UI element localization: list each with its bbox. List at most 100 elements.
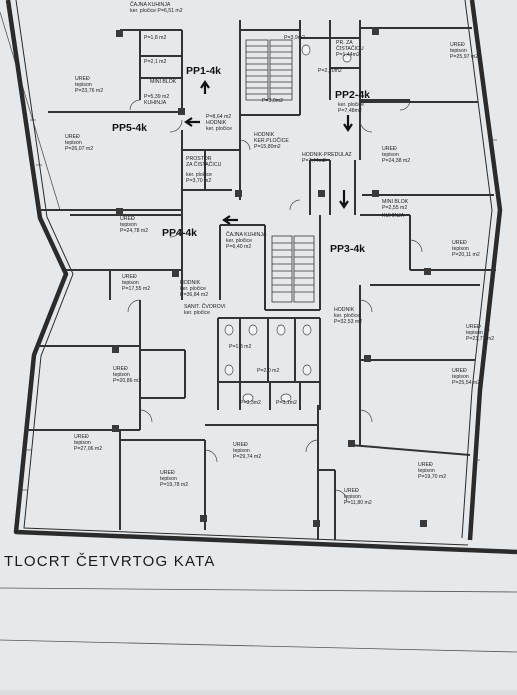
room-area: P=29,74 m2 xyxy=(233,454,261,460)
exterior-walls xyxy=(5,0,517,555)
room-floor: tepison xyxy=(122,280,139,286)
service-room-text: ker. pločice xyxy=(184,310,210,316)
service-room-text: P=3,1m2 xyxy=(276,400,297,406)
arrow-up-icon xyxy=(200,80,210,94)
service-room-text: ČAJNA KUHINJA xyxy=(226,231,267,238)
door-swings xyxy=(127,99,423,503)
room-name: UREĐ xyxy=(452,368,467,374)
room-floor: tepison xyxy=(452,374,469,380)
service-room-text: ČAJNA KUHINJA xyxy=(130,1,171,8)
room-area: P=19,70 m2 xyxy=(418,474,446,480)
service-room-text: P=1,44m2 xyxy=(336,52,360,58)
service-room-text: ker. pločice xyxy=(206,126,232,132)
room-area: P=23,76 m2 xyxy=(75,88,103,94)
service-room-text: P=7,44m2 xyxy=(302,158,326,164)
service-room-text: P=2,1 m2 xyxy=(144,59,166,65)
room-name: UREĐ xyxy=(452,240,467,246)
service-room-text: KUHINJA xyxy=(382,213,405,219)
room-area: P=20,11 m2 xyxy=(452,252,480,258)
room-name: UREĐ xyxy=(450,42,465,48)
room-area: P=17,55 m2 xyxy=(122,286,150,292)
evac-tag-label: PP3-4k xyxy=(330,243,365,255)
room-area: P=25,97 m2 xyxy=(450,54,478,60)
service-room-text: P=3,3m2 xyxy=(240,400,261,406)
evac-tag-pp3: PP3-4k xyxy=(330,243,365,255)
service-room-text: ker. pločice xyxy=(226,238,252,244)
room-floor: tepison xyxy=(382,152,399,158)
room-floor: tepison xyxy=(450,48,467,54)
room-floor: tepison xyxy=(120,222,137,228)
evac-tag-pp4: PP4-4k xyxy=(162,215,238,239)
service-room-text: P=6,40 m2 xyxy=(226,244,251,250)
service-room-text: HODNIK-PREDULAZ xyxy=(302,152,352,158)
service-room-text: PROSTOR xyxy=(186,156,212,162)
sheet-frame xyxy=(0,11,517,653)
service-room-text: ker. pločice xyxy=(334,313,360,319)
service-room-text: P=32,53 m2 xyxy=(334,319,362,325)
room-floor: tepison xyxy=(113,372,130,378)
room-area: P=11,80 m2 xyxy=(344,500,372,506)
evac-tag-pp1: PP1-4k xyxy=(186,65,221,94)
service-room-text: P=3,0m2 xyxy=(262,98,283,104)
evac-tag-pp5: PP5-4k xyxy=(112,117,200,134)
room-name: UREĐ xyxy=(75,76,90,82)
evac-tag-pp2: PP2-4k xyxy=(335,89,370,209)
room-area: P=27,06 m2 xyxy=(74,446,102,452)
evac-tag-label: PP2-4k xyxy=(335,89,370,101)
service-room-text: P=2,0 m2 xyxy=(257,368,279,374)
evac-tag-label: PP4-4k xyxy=(162,227,197,239)
structural-columns xyxy=(112,28,431,527)
facade-window-marks xyxy=(22,119,497,491)
arrow-left-icon xyxy=(184,117,200,127)
room-area: P=24,38 m2 xyxy=(382,158,410,164)
service-room-text: ker. pločice xyxy=(180,286,206,292)
evac-tag-label: PP1-4k xyxy=(186,65,221,77)
service-room-text: ker. pločice P=6,51 m2 xyxy=(130,8,183,14)
service-room-text: ker. pločice xyxy=(186,172,212,178)
service-room-text: P=1,8 m2 xyxy=(144,35,166,41)
room-area: P=19,78 m2 xyxy=(160,482,188,488)
service-room-text: HODNIK xyxy=(180,280,201,286)
room-floor: tepison xyxy=(452,246,469,252)
room-floor: tepison xyxy=(160,476,177,482)
service-room-text: HODNIK xyxy=(206,120,227,126)
service-room-text: P=2,20m2 xyxy=(318,68,342,74)
room-area: P=24,78 m2 xyxy=(120,228,148,234)
room-floor: tepison xyxy=(65,140,82,146)
plan-title: TLOCRT ČETVRTOG KATA xyxy=(4,553,216,570)
service-room-text: P=2,55 m2 xyxy=(382,205,407,211)
room-area: P=25,54 m2 xyxy=(452,380,480,386)
service-room-text: P=36,84 m2 xyxy=(180,292,208,298)
arrow-down-icon xyxy=(343,115,353,132)
arrow-left-icon xyxy=(222,215,238,225)
service-room-text: P=3,70 m2 xyxy=(186,178,211,184)
room-area: P=20,86 m2 xyxy=(113,378,141,384)
room-floor: tepison xyxy=(466,330,483,336)
arrow-down-icon xyxy=(339,190,349,209)
room-name: UREĐ xyxy=(120,216,135,222)
room-name: UREĐ xyxy=(74,434,89,440)
room-floor: tepison xyxy=(74,440,91,446)
room-name: UREĐ xyxy=(65,134,80,140)
room-floor: tepison xyxy=(344,494,361,500)
service-room-text: P=5,39 m2 xyxy=(144,94,169,100)
service-room-text: P=15,80m2 xyxy=(254,144,281,150)
room-name: UREĐ xyxy=(466,324,481,330)
room-floor: tepison xyxy=(418,468,435,474)
service-room-text: P=8,64 m2 xyxy=(206,114,231,120)
service-room-text: P=7,48m2 xyxy=(338,108,362,114)
room-name: UREĐ xyxy=(344,488,359,494)
sanitary-fixtures xyxy=(224,44,352,403)
service-room-text: KER.PLOČICE xyxy=(254,137,289,144)
room-name: UREĐ xyxy=(122,274,137,280)
room-area: P=23,71 m2 xyxy=(466,336,494,342)
service-room-text: P=3,9m2 xyxy=(284,35,305,41)
staircase-upper xyxy=(245,39,293,101)
service-room-text: ker. pločice xyxy=(338,102,364,108)
exterior-wall-inner xyxy=(15,0,493,546)
service-room-text: HODNIK xyxy=(254,132,275,138)
room-name: UREĐ xyxy=(160,470,175,476)
